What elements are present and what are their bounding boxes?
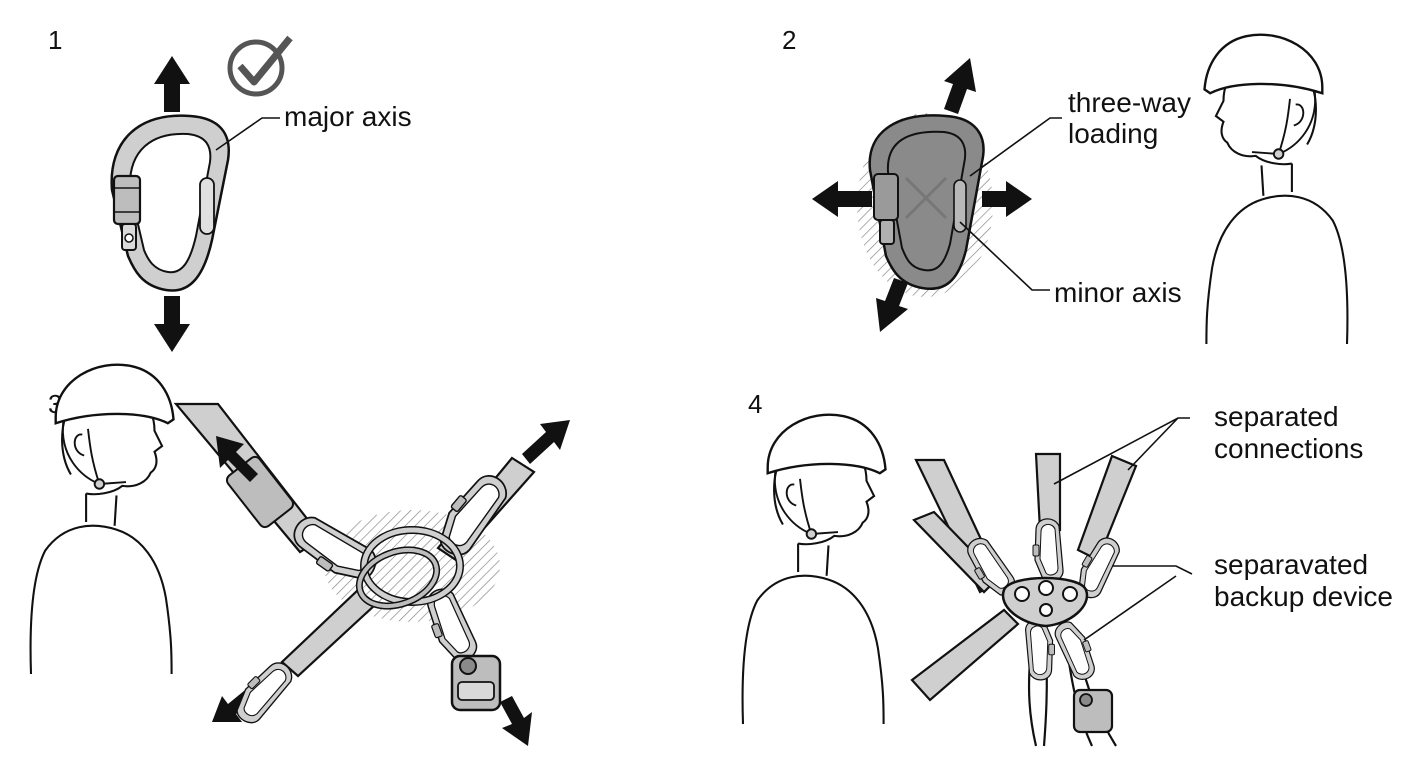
label-major-axis: major axis — [284, 101, 412, 132]
arrow-icon — [154, 56, 190, 112]
checkmark-icon — [227, 35, 293, 97]
helmet-figure-icon — [741, 413, 887, 726]
carabiner-icon — [1032, 518, 1064, 583]
panel-1-number: 1 — [48, 25, 62, 55]
label-separavated: separavated — [1214, 549, 1368, 580]
arrow-icon — [812, 181, 872, 217]
panel-2: 2 three-way loading minor axis — [782, 25, 1349, 346]
rigging-plate-icon — [1001, 576, 1089, 628]
label-connections: connections — [1214, 433, 1363, 464]
label-separated: separated — [1214, 401, 1339, 432]
sling — [1034, 452, 1062, 532]
panel-2-number: 2 — [782, 25, 796, 55]
carabiner-icon — [110, 114, 230, 292]
label-minor-axis: minor axis — [1054, 277, 1182, 308]
carabiner-icon — [868, 114, 985, 291]
label-backup-device: backup device — [1214, 581, 1393, 612]
sling — [910, 608, 1020, 702]
arrow-icon — [216, 436, 258, 482]
belay-device-icon — [1072, 688, 1114, 734]
panel-1: 1 major axis — [48, 25, 412, 352]
label-three-way: three-way — [1068, 87, 1191, 118]
panel-4-number: 4 — [748, 389, 762, 419]
arrow-icon — [876, 278, 908, 332]
carabiner-icon — [1025, 618, 1056, 681]
arrow-icon — [500, 696, 532, 746]
belay-device-icon — [450, 654, 502, 712]
arrow-icon — [944, 58, 976, 114]
rope — [1027, 639, 1117, 747]
arrow-icon — [522, 420, 570, 464]
helmet-figure-icon — [1203, 33, 1349, 346]
panel-3: 3 — [29, 363, 570, 746]
panel-4: 4 separ — [741, 389, 1393, 747]
label-loading: loading — [1068, 118, 1158, 149]
arrow-icon — [982, 181, 1032, 217]
arrow-icon — [154, 296, 190, 352]
carabiner-icon — [1051, 616, 1101, 685]
sling — [280, 588, 378, 678]
